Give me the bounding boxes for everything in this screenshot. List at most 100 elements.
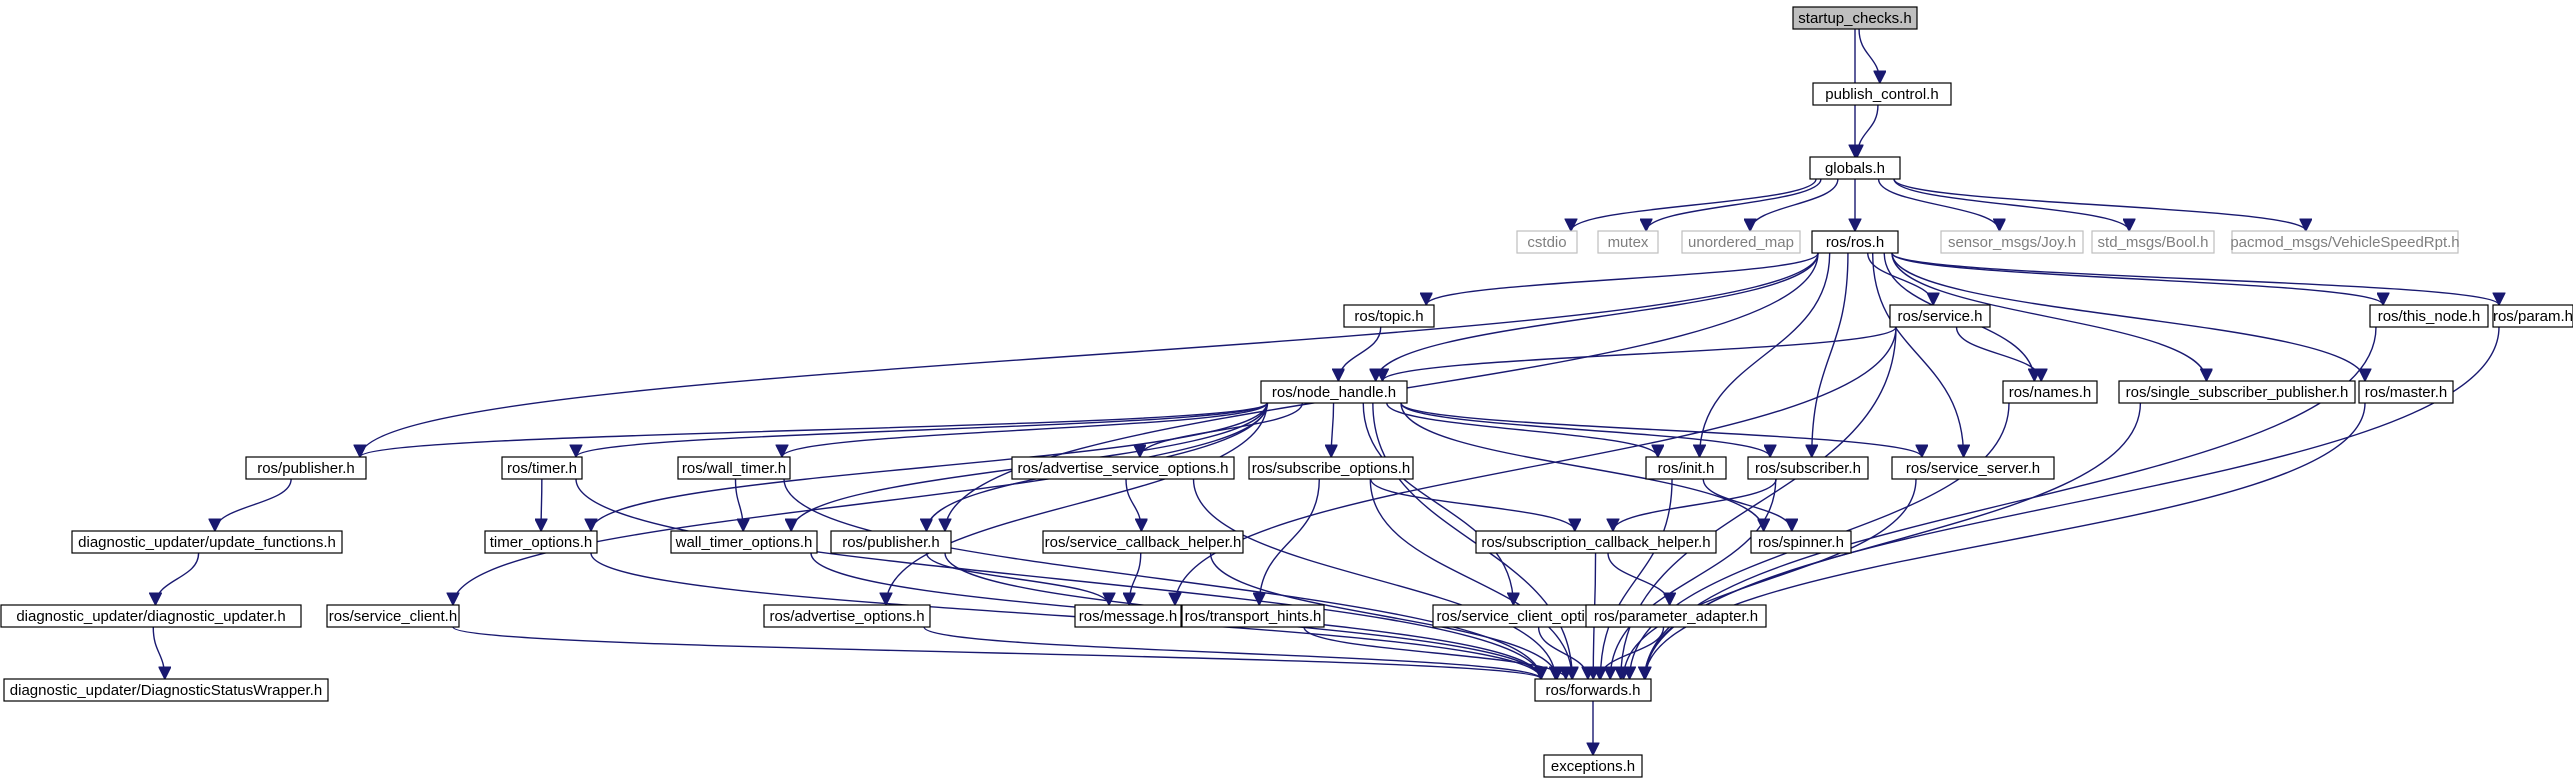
node-ros-subscriber[interactable]: ros/subscriber.h (1747, 456, 1869, 480)
node-cstdio[interactable]: cstdio (1516, 230, 1578, 254)
node-diag-update-functions[interactable]: diagnostic_updater/update_functions.h (71, 530, 343, 554)
node-ros-param-adapter[interactable]: ros/parameter_adapter.h (1585, 604, 1767, 628)
node-box (326, 604, 460, 628)
node-label: pacmod_msgs/VehicleSpeedRpt.h (2230, 234, 2459, 251)
edge-ros_ros-to-ros_this_node (1891, 252, 2383, 306)
nodes-layer: startup_checks.h publish_control.hglobals… (0, 6, 2573, 778)
edge-ros_timer-to-ros_forwards (575, 478, 1541, 679)
node-box (1940, 230, 2084, 254)
node-box (1074, 604, 1182, 628)
node-globals[interactable]: globals.h (1809, 156, 1901, 180)
node-ros-srv-cb-helper[interactable]: ros/service_callback_helper.h (1042, 530, 1244, 554)
node-ros-sub-cb-helper[interactable]: ros/subscription_callback_helper.h (1475, 530, 1717, 554)
node-ros-wall-timer[interactable]: ros/wall_timer.h (677, 456, 791, 480)
node-pacmod-speed[interactable]: pacmod_msgs/VehicleSpeedRpt.h (2230, 230, 2460, 254)
edge-ros_ros-to-ros_master (1891, 252, 2365, 381)
node-diag-status-wrapper[interactable]: diagnostic_updater/DiagnosticStatusWrapp… (3, 678, 329, 702)
edge-ros_sub_opts-to-ros_transport_hints (1259, 478, 1320, 605)
node-ros-service[interactable]: ros/service.h (1889, 304, 1991, 328)
node-unordered-map[interactable]: unordered_map (1681, 230, 1801, 254)
node-ros-names[interactable]: ros/names.h (2002, 380, 2098, 404)
edge-globals-to-mutex (1646, 178, 1822, 232)
edge-globals-to-pacmod_speed (1893, 178, 2306, 232)
edge-ros_sub_opts-to-ros_sub_cb_helper (1370, 478, 1575, 532)
node-ros-param[interactable]: ros/param.h (2492, 304, 2573, 328)
node-ros-publisher-mid[interactable]: ros/publisher.h (830, 530, 952, 554)
edge-ros_subscriber-to-ros_forwards (1610, 478, 1777, 679)
node-box (1811, 230, 1899, 254)
node-exceptions[interactable]: exceptions.h (1543, 754, 1643, 778)
node-ros-message[interactable]: ros/message.h (1074, 604, 1182, 628)
node-ros-adv-opts[interactable]: ros/advertise_options.h (763, 604, 931, 628)
edge-ros_subscriber-to-ros_sub_cb_helper (1613, 478, 1777, 532)
node-diag-updater[interactable]: diagnostic_updater/diagnostic_updater.h (0, 604, 302, 628)
node-ros-single-sub-pub[interactable]: ros/single_subscriber_publisher.h (2118, 380, 2356, 404)
node-box (1248, 456, 1414, 480)
node-label: ros/service.h (1897, 308, 1982, 325)
node-label: ros/publisher.h (842, 534, 940, 551)
node-box (763, 604, 931, 628)
edge-diag_update_functions-to-diag_updater (155, 552, 200, 606)
node-ros-service-client[interactable]: ros/service_client.h (326, 604, 460, 628)
node-ros-spinner[interactable]: ros/spinner.h (1750, 530, 1852, 554)
edge-ros_ros-to-ros_init (1700, 252, 1831, 457)
edge-publish_control-to-globals (1857, 104, 1879, 157)
node-label: ros/parameter_adapter.h (1594, 608, 1758, 625)
node-box (1809, 156, 1901, 180)
edge-ros_ros-to-ros_single_sub_pub (1891, 252, 2206, 381)
edge-ros_node_handle-to-ros_publisher_left (360, 402, 1268, 458)
edge-ros_transport_hints-to-ros_forwards (1303, 626, 1566, 680)
node-startup-checks[interactable]: startup_checks.h (1792, 6, 1918, 30)
node-label: ros/subscription_callback_helper.h (1481, 534, 1710, 551)
node-box (1534, 678, 1652, 702)
node-box (2369, 304, 2489, 328)
node-ros-forwards[interactable]: ros/forwards.h (1534, 678, 1652, 702)
node-label: ros/publisher.h (257, 460, 355, 477)
node-label: ros/ros.h (1826, 234, 1884, 251)
edge-ros_adv_opts-to-ros_forwards (923, 626, 1541, 680)
node-box (2492, 304, 2573, 328)
edge-globals-to-unordered_map (1750, 178, 1839, 232)
edge-ros_topic-to-ros_node_handle (1338, 326, 1382, 382)
edge-ros_publisher_mid-to-ros_message (925, 552, 1109, 606)
edge-ros_ros-to-ros_service (1867, 252, 1933, 306)
node-box (670, 530, 818, 554)
node-ros-topic[interactable]: ros/topic.h (1343, 304, 1435, 328)
node-publish-control[interactable]: publish_control.h (1812, 82, 1952, 106)
node-mutex[interactable]: mutex (1597, 230, 1659, 254)
node-ros-sub-opts[interactable]: ros/subscribe_options.h (1248, 456, 1414, 480)
node-box (1681, 230, 1801, 254)
node-label: ros/names.h (2009, 384, 2092, 401)
edge-ros_adv_srv_opts-to-ros_forwards (1192, 478, 1556, 679)
node-box (1747, 456, 1869, 480)
node-box (1889, 304, 1991, 328)
node-label: unordered_map (1688, 234, 1794, 251)
node-ros-init[interactable]: ros/init.h (1645, 456, 1727, 480)
node-ros-node-handle[interactable]: ros/node_handle.h (1260, 380, 1408, 404)
node-label: ros/advertise_options.h (769, 608, 924, 625)
node-box (677, 456, 791, 480)
node-ros-timer[interactable]: ros/timer.h (501, 456, 583, 480)
node-label: ros/master.h (2365, 384, 2448, 401)
node-ros-transport-hints[interactable]: ros/transport_hints.h (1181, 604, 1325, 628)
node-timer-options[interactable]: timer_options.h (484, 530, 598, 554)
edge-ros_ros-to-ros_subscriber (1812, 252, 1849, 457)
node-wall-timer-options[interactable]: wall_timer_options.h (670, 530, 818, 554)
node-ros-adv-srv-opts[interactable]: ros/advertise_service_options.h (1011, 456, 1235, 480)
node-ros-this-node[interactable]: ros/this_node.h (2369, 304, 2489, 328)
node-box (2091, 230, 2215, 254)
edge-ros_node_handle-to-ros_adv_opts (886, 402, 1268, 605)
edge-ros_ros-to-ros_topic (1426, 252, 1819, 306)
node-std-msgs-bool[interactable]: std_msgs/Bool.h (2091, 230, 2215, 254)
node-ros-service-server[interactable]: ros/service_server.h (1891, 456, 2055, 480)
edge-ros_service-to-ros_node_handle (1382, 326, 1897, 382)
node-label: globals.h (1825, 160, 1885, 177)
node-ros-ros[interactable]: ros/ros.h (1811, 230, 1899, 254)
edge-ros_node_handle-to-ros_spinner (1400, 402, 1764, 531)
node-ros-publisher-left[interactable]: ros/publisher.h (245, 456, 367, 480)
node-ros-master[interactable]: ros/master.h (2358, 380, 2454, 404)
edge-ros_service-to-ros_names (1955, 326, 2042, 382)
node-box (830, 530, 952, 554)
node-sensor-msgs-joy[interactable]: sensor_msgs/Joy.h (1940, 230, 2084, 254)
edge-ros_srv_cb_helper-to-ros_forwards (1209, 552, 1558, 679)
